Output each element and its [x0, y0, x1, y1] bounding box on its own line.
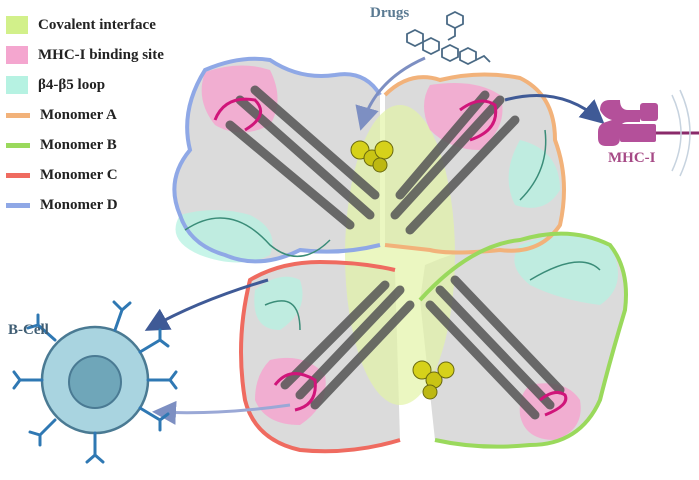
- b-cell-icon: [40, 325, 150, 435]
- legend-swatch: [6, 76, 28, 94]
- legend: Covalent interface MHC-I binding site β4…: [6, 10, 164, 220]
- legend-swatch: [6, 142, 30, 148]
- legend-swatch: [6, 112, 30, 118]
- coil-strands: [184, 129, 601, 331]
- monomer-d-outline: [172, 56, 382, 264]
- monomer-a-outline: [383, 72, 566, 255]
- monomer-b-outline: [418, 231, 628, 449]
- drugs-arrow: [355, 56, 426, 131]
- legend-item-monomer-d: Monomer D: [6, 190, 164, 220]
- beta-sheet-ribbons: [225, 85, 565, 420]
- monomer-c-outline: [239, 259, 401, 454]
- legend-swatch: [6, 46, 28, 64]
- legend-label: Monomer C: [40, 166, 118, 183]
- bcell-return-arrow: [152, 400, 291, 425]
- legend-label: Monomer B: [40, 136, 117, 153]
- legend-label: Monomer D: [40, 196, 118, 213]
- legend-swatch: [6, 172, 30, 178]
- legend-swatch: [6, 202, 30, 208]
- legend-label: MHC-I binding site: [38, 46, 164, 63]
- legend-item-covalent-interface: Covalent interface: [6, 10, 164, 40]
- legend-label: Covalent interface: [38, 16, 156, 33]
- legend-swatch: [6, 16, 28, 34]
- mhc-arrow: [504, 94, 605, 124]
- legend-label: Monomer A: [40, 106, 117, 123]
- legend-label: β4-β5 loop: [38, 76, 106, 93]
- binding-loops: [213, 97, 568, 417]
- legend-item-loop: β4-β5 loop: [6, 70, 164, 100]
- mhc-receptor-icon: [598, 89, 699, 177]
- legend-item-monomer-c: Monomer C: [6, 160, 164, 190]
- bcell-arrow: [144, 278, 269, 331]
- drug-molecules-icon: [406, 10, 491, 66]
- mhc-label: MHC-I: [608, 150, 656, 166]
- drugs-label: Drugs: [370, 5, 410, 21]
- legend-item-monomer-a: Monomer A: [6, 100, 164, 130]
- antibody-icon: [12, 300, 178, 464]
- legend-item-mhc-binding-site: MHC-I binding site: [6, 40, 164, 70]
- bcell-label: B-Cell: [8, 322, 49, 338]
- loop-regions: [175, 140, 618, 330]
- bound-drug-spheres: [350, 140, 455, 400]
- legend-item-monomer-b: Monomer B: [6, 130, 164, 160]
